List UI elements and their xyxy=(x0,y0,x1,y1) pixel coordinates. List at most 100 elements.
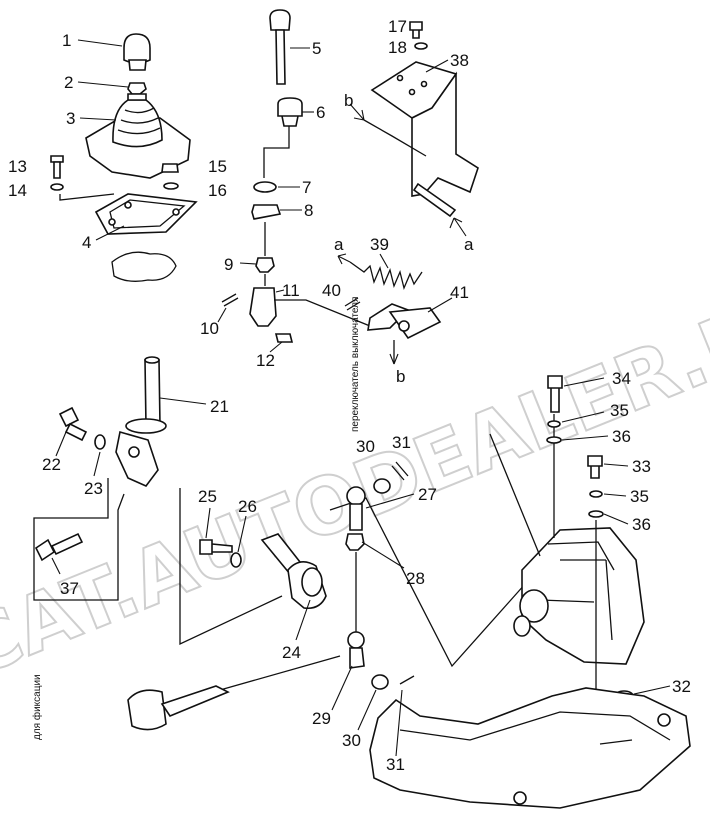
callout-14: 14 xyxy=(8,181,27,200)
callout-16: 16 xyxy=(208,181,227,200)
ref-a-left: a xyxy=(334,235,344,254)
callout-35-lower: 35 xyxy=(630,487,649,506)
leader-30b xyxy=(357,689,377,731)
cover-plate xyxy=(94,193,198,235)
leader-38 xyxy=(425,59,449,73)
callout-8: 8 xyxy=(304,201,313,220)
callout-28: 28 xyxy=(406,569,425,588)
callout-11: 11 xyxy=(282,281,300,300)
ref-b-top: b xyxy=(344,91,353,110)
knob-nut xyxy=(127,82,147,95)
plate-nut-washer xyxy=(163,182,179,190)
shift-boot xyxy=(85,93,191,179)
case-bolt-long xyxy=(547,375,563,413)
lever-cotter-pin xyxy=(344,297,361,311)
clevis-nut xyxy=(255,257,275,273)
cover-gasket xyxy=(111,251,177,282)
fixing-note: для фиксации xyxy=(31,674,43,740)
case-washer-upper xyxy=(547,420,561,428)
valve-note: переключатель выключателя xyxy=(350,297,361,432)
callout-12: 12 xyxy=(256,351,275,370)
shaft-b-line xyxy=(363,119,427,157)
callout-34: 34 xyxy=(612,369,631,388)
callout-30-lower: 30 xyxy=(342,731,361,750)
callout-37: 37 xyxy=(60,579,79,598)
shaft-lock-bolt xyxy=(34,532,84,562)
callout-26: 26 xyxy=(238,497,257,516)
callout-33: 33 xyxy=(632,457,651,476)
ref-arrow-b-top xyxy=(349,103,365,121)
leader-36b xyxy=(603,513,629,525)
case-plain-washer-upper xyxy=(546,436,562,444)
leader-31b xyxy=(395,689,403,757)
callout-15: 15 xyxy=(208,157,227,176)
callout-32: 32 xyxy=(672,677,691,696)
fixing-lever xyxy=(127,685,230,731)
leader-29 xyxy=(331,665,353,711)
transmission-case xyxy=(513,527,645,665)
leader-33 xyxy=(603,463,629,467)
rod-nut xyxy=(251,204,282,220)
callout-30-upper: 30 xyxy=(356,437,375,456)
plate-bolt-line xyxy=(59,193,115,201)
detent-lever xyxy=(367,303,442,340)
clevis-to-lever-line xyxy=(274,299,371,327)
callout-7: 7 xyxy=(302,178,311,197)
bolt-37-frame xyxy=(33,478,125,601)
plate-washer xyxy=(50,183,64,191)
callout-17: 17 xyxy=(388,17,407,36)
callout-2: 2 xyxy=(64,73,73,92)
plate-bolt xyxy=(50,155,64,179)
case-bolt-short xyxy=(587,455,603,479)
case-plain-washer-lower xyxy=(588,510,604,518)
callout-39: 39 xyxy=(370,235,389,254)
leader-39 xyxy=(379,253,389,269)
callout-25: 25 xyxy=(198,487,217,506)
clevis-pin xyxy=(274,333,294,343)
leader-2 xyxy=(77,81,129,88)
bracket-screw xyxy=(409,21,423,39)
callout-21: 21 xyxy=(210,397,229,416)
bracket xyxy=(370,61,479,218)
callout-36-upper: 36 xyxy=(612,427,631,446)
shaft-bolt xyxy=(58,406,88,442)
ref-a-right: a xyxy=(464,235,474,254)
linkage-line-right xyxy=(329,497,535,668)
ref-b-lever: b xyxy=(396,367,405,386)
lower-castle-nut xyxy=(371,674,389,690)
bracket-washer xyxy=(414,42,428,50)
spring xyxy=(349,261,423,291)
upper-castle-nut xyxy=(373,478,391,494)
leader-41 xyxy=(427,297,453,313)
arm-washer xyxy=(230,552,242,568)
callout-41: 41 xyxy=(450,283,469,302)
callout-3: 3 xyxy=(66,109,75,128)
case-pointer-line xyxy=(489,433,541,557)
leader-35a xyxy=(561,411,605,423)
ref-arrow-a-right xyxy=(449,217,467,237)
callout-1: 1 xyxy=(62,31,71,50)
shift-rod xyxy=(269,9,291,85)
callout-9: 9 xyxy=(224,255,233,274)
callout-10: 10 xyxy=(200,319,219,338)
callout-22: 22 xyxy=(42,455,61,474)
plate-nut xyxy=(161,163,179,173)
mount-frame xyxy=(369,687,691,809)
arm-bolt xyxy=(199,539,233,555)
ref-arrow-b-lever xyxy=(389,353,399,365)
shaft-washer xyxy=(94,434,106,450)
lower-cotter-pin xyxy=(399,675,415,685)
ball-joint-nut xyxy=(345,533,365,551)
callout-24: 24 xyxy=(282,643,301,662)
leader-3 xyxy=(79,117,117,121)
leader-23 xyxy=(93,451,101,477)
ref-arrow-a-left xyxy=(337,253,351,265)
leader-1 xyxy=(77,39,123,47)
callout-5: 5 xyxy=(312,39,321,58)
leader-12 xyxy=(269,341,283,353)
upper-ball-joint xyxy=(346,486,366,531)
leader-34 xyxy=(563,377,605,387)
upper-cotter-pin xyxy=(391,461,409,481)
